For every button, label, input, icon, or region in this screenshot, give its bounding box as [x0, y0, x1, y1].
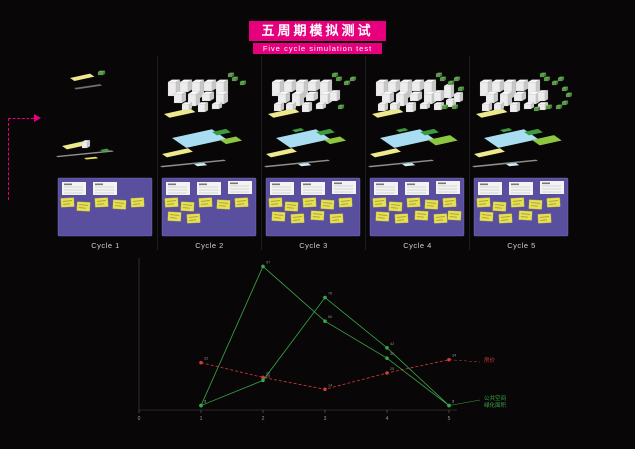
svg-text:3: 3	[452, 400, 454, 404]
svg-text:0: 0	[138, 416, 141, 422]
svg-text:4: 4	[386, 416, 389, 422]
cycle-column: Cycle 5	[469, 56, 573, 250]
svg-text:5: 5	[448, 416, 451, 422]
cycle-column: Cycle 4	[365, 56, 469, 250]
cycle-illustration	[55, 70, 152, 237]
cycle-column: Cycle 2	[157, 56, 261, 250]
svg-text:35: 35	[390, 352, 394, 356]
cycle-illustration	[471, 72, 572, 237]
cycle-label: Cycle 5	[507, 241, 536, 250]
svg-text:3: 3	[452, 400, 454, 404]
flow-arrow	[8, 114, 48, 200]
svg-text:34: 34	[452, 354, 456, 358]
svg-text:42: 42	[390, 342, 394, 346]
svg-text:14: 14	[328, 383, 332, 387]
flow-arrowhead-icon	[34, 114, 41, 122]
cycle-label: Cycle 4	[403, 241, 432, 250]
svg-text:97: 97	[266, 260, 270, 264]
cycle-illustration	[263, 72, 360, 237]
page-title: 五周期模拟测试	[249, 21, 386, 41]
page-subtitle: Five cycle simulation test	[252, 42, 383, 55]
title-block: 五周期模拟测试 Five cycle simulation test	[0, 21, 635, 55]
cycle-label: Cycle 1	[91, 241, 120, 250]
flow-arrow-vertical	[8, 118, 9, 200]
legend-red-label: 房价	[484, 358, 496, 364]
legend-green-label: 公共空间 绿化面积	[484, 396, 507, 410]
svg-text:25: 25	[390, 367, 394, 371]
cycle-column: Cycle 3	[261, 56, 365, 250]
svg-text:3: 3	[204, 400, 206, 404]
svg-text:3: 3	[324, 416, 327, 422]
svg-text:76: 76	[328, 292, 332, 296]
svg-text:1: 1	[200, 416, 203, 422]
flow-arrow-horizontal	[8, 118, 34, 119]
svg-text:60: 60	[328, 315, 332, 319]
svg-text:2: 2	[262, 416, 265, 422]
svg-text:3: 3	[204, 400, 206, 404]
svg-text:20: 20	[266, 374, 270, 378]
cycle-label: Cycle 3	[299, 241, 328, 250]
cycle-label: Cycle 2	[195, 241, 224, 250]
cycle-illustration	[159, 72, 256, 237]
svg-text:32: 32	[204, 357, 208, 361]
cycle-illustration	[367, 72, 464, 237]
cycle-column: Cycle 1	[54, 56, 157, 250]
cycle-columns: Cycle 1 Cycle 2 Cycle 3 Cycle 4 Cycle 5	[54, 56, 573, 250]
